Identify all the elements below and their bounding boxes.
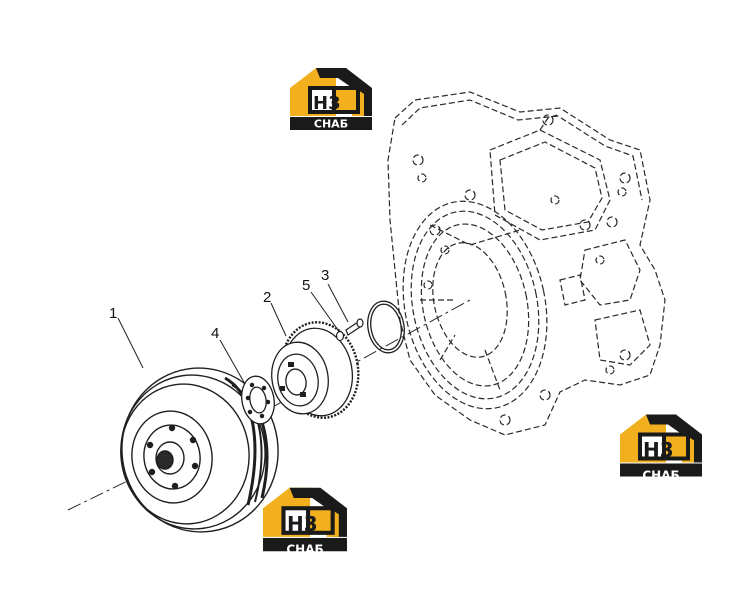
o-ring bbox=[367, 300, 405, 354]
callout-1: 1 bbox=[109, 305, 117, 322]
svg-text:СНАБ: СНАБ bbox=[286, 543, 323, 557]
callout-5: 5 bbox=[302, 277, 310, 294]
callout-4: 4 bbox=[211, 325, 219, 342]
transmission-housing bbox=[387, 91, 666, 436]
svg-text:H3: H3 bbox=[313, 93, 341, 114]
leader-lines bbox=[117, 283, 349, 385]
callout-2: 2 bbox=[263, 289, 271, 306]
bolt bbox=[345, 318, 364, 336]
svg-text:H3: H3 bbox=[643, 438, 674, 462]
svg-text:H3: H3 bbox=[287, 512, 318, 536]
flex-plate bbox=[241, 375, 275, 425]
torque-converter bbox=[120, 367, 279, 533]
callout-3: 3 bbox=[321, 267, 329, 284]
watermark-logo-top: H3 СНАБ bbox=[290, 68, 372, 131]
svg-text:СНАБ: СНАБ bbox=[314, 118, 348, 131]
svg-text:СНАБ: СНАБ bbox=[642, 469, 679, 483]
watermark-logo-right: H3 СНАБ bbox=[620, 414, 702, 483]
washer bbox=[335, 330, 345, 342]
drive-gear bbox=[271, 321, 360, 419]
watermark-logo-bottom: H3 СНАБ bbox=[263, 487, 347, 557]
